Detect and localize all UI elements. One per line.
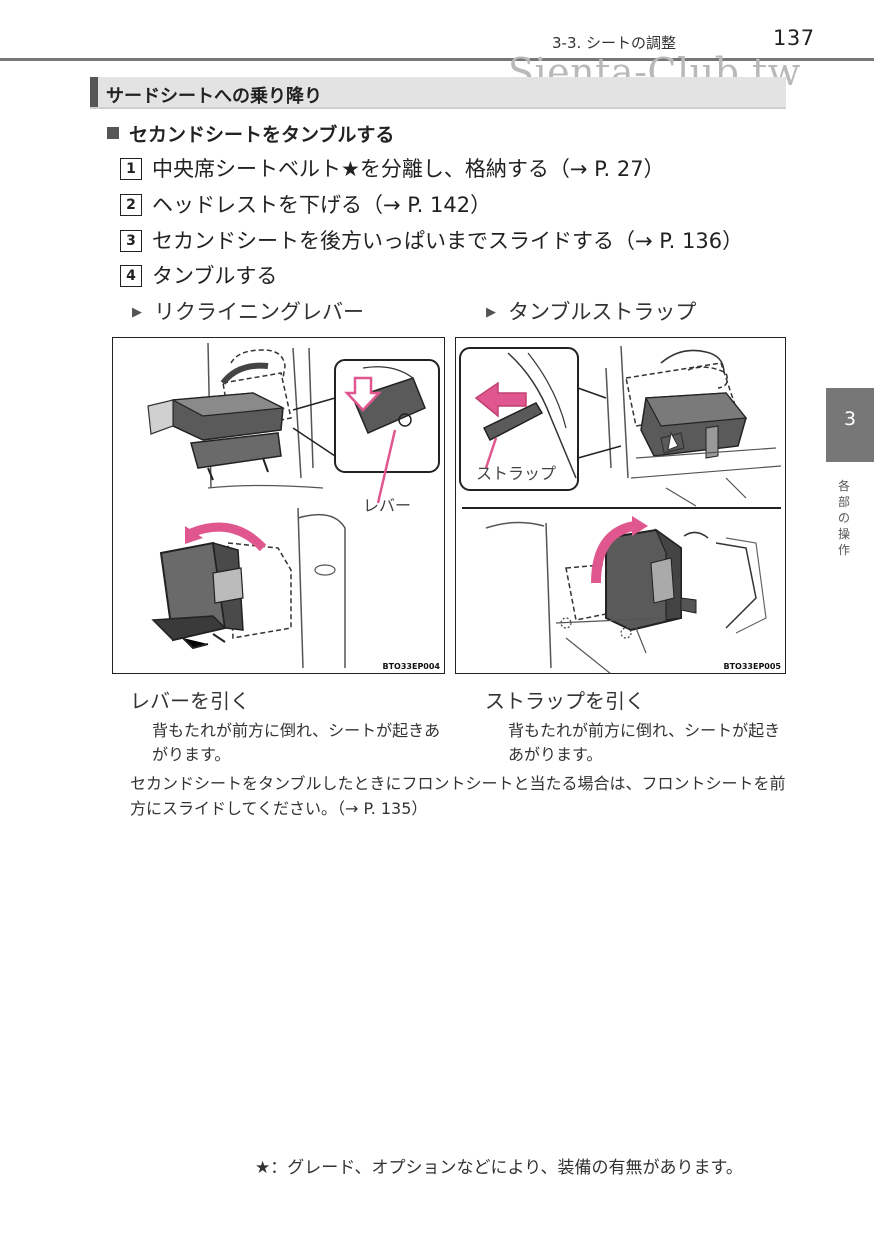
step-3: 3 セカンドシートを後方いっぱいまでスライドする（→ P. 136） (120, 225, 743, 255)
chapter-number: 3 (843, 408, 857, 430)
caption-lever-title: レバーを引く (130, 689, 250, 713)
step-1: 1 中央席シートベルト★を分離し、格納する（→ P. 27） (120, 153, 665, 183)
section-title-text: セカンドシートをタンブルする (129, 124, 395, 146)
seat-lever-illustration (147, 342, 440, 669)
chapter-tab: 3 (826, 388, 874, 462)
figure-code: BTO33EP005 (723, 662, 781, 671)
note-text: セカンドシートをタンブルしたときにフロントシートと当たる場合は、フロントシートを… (130, 774, 786, 818)
option-strap-text: タンブルストラップ (508, 300, 697, 324)
triangle-bullet-icon: ▶ (486, 305, 496, 320)
step-text: セカンドシートを後方いっぱいまでスライドする（→ P. 136） (152, 229, 744, 253)
figure-lever: レバー BTO33EP004 (112, 337, 445, 674)
figure-code: BTO33EP004 (382, 662, 440, 671)
step-text: タンブルする (152, 264, 278, 288)
step-4: 4 タンブルする (120, 260, 277, 290)
header-rule (0, 58, 874, 61)
footnote: ★：グレード、オプションなどにより、装備の有無があります。 (255, 1158, 743, 1178)
callout-strap: ストラップ (476, 464, 557, 483)
step-text: 中央席シートベルト★を分離し、格納する（→ P. 27） (152, 157, 665, 181)
option-lever: ▶ リクライニングレバー (132, 296, 364, 326)
chapter-label: 各部の操作 (838, 479, 851, 557)
step-number: 1 (120, 158, 142, 180)
title-bar: サードシートへの乗り降り (90, 77, 786, 109)
title-accent (90, 77, 98, 107)
page-title: サードシートへの乗り降り (106, 86, 322, 107)
page-number: 137 (773, 26, 815, 50)
figure-strap: ストラップ BTO33EP005 (455, 337, 786, 674)
header-section: 3-3. シートの調整 (552, 34, 677, 52)
step-2: 2 ヘッドレストを下げる（→ P. 142） (120, 189, 491, 219)
square-bullet-icon (107, 127, 119, 139)
option-lever-text: リクライニングレバー (154, 300, 364, 324)
caption-strap-title: ストラップを引く (485, 689, 645, 713)
seat-strap-illustration (459, 345, 782, 673)
callout-lever: レバー (363, 496, 412, 515)
step-number: 3 (120, 230, 142, 252)
step-number: 2 (120, 194, 142, 216)
triangle-bullet-icon: ▶ (132, 305, 142, 320)
caption-lever-desc: 背もたれが前方に倒れ、シートが起きあがります。 (152, 721, 441, 764)
section-title: セカンドシートをタンブルする (107, 120, 394, 147)
option-strap: ▶ タンブルストラップ (486, 296, 696, 326)
step-number: 4 (120, 265, 142, 287)
caption-strap-desc: 背もたれが前方に倒れ、シートが起きあがります。 (508, 721, 781, 764)
step-text: ヘッドレストを下げる（→ P. 142） (152, 193, 492, 217)
